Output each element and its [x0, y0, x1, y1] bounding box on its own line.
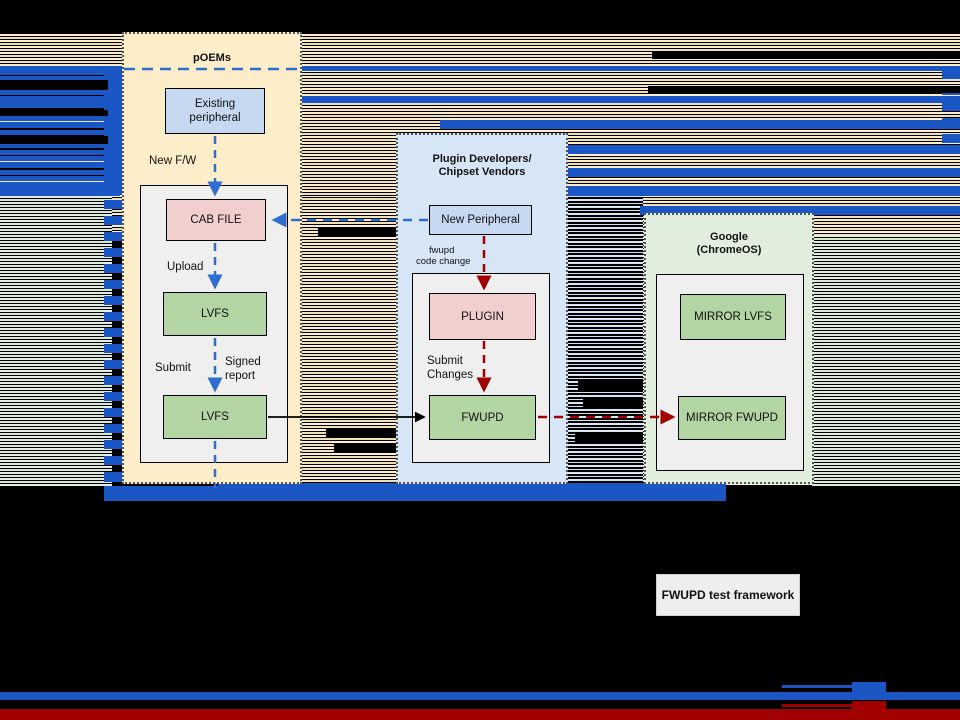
panel-poems-title: pOEMs: [193, 52, 231, 64]
panel-google-title-line2: (ChromeOS): [696, 244, 762, 256]
panel-plugin-title-line2: Chipset Vendors: [438, 166, 526, 178]
edge-label-submit-changes-l1: Submit: [427, 355, 463, 367]
edge-label-upload: Upload: [167, 261, 204, 273]
node-mirror-fwupd-label: MIRROR FWUPD: [686, 412, 778, 424]
node-mirror-lvfs[interactable]: MIRROR LVFS: [680, 294, 786, 340]
panel-google-title-line1: Google: [710, 231, 748, 243]
edge-label-submit: Submit: [155, 362, 191, 374]
edge-label-signed-report-l2: report: [225, 370, 256, 382]
legend-label: FWUPD test framework: [661, 588, 795, 602]
node-cab-file[interactable]: CAB FILE: [166, 199, 266, 241]
node-plugin-label: PLUGIN: [461, 310, 504, 323]
edge-label-signed-report-l1: Signed: [225, 356, 261, 368]
node-cab-file-label: CAB FILE: [190, 214, 242, 226]
edge-label-fwupd-code-change-l1: fwupd: [429, 245, 455, 256]
node-existing-peripheral-line1: Existing: [194, 98, 236, 110]
node-existing-peripheral[interactable]: Existing peripheral: [165, 88, 265, 134]
edge-label-fwupd-code-change-l2: code change: [416, 256, 471, 267]
node-lvfs-upper[interactable]: LVFS: [163, 292, 267, 336]
node-lvfs-lower[interactable]: LVFS: [163, 395, 267, 439]
node-lvfs-lower-label: LVFS: [201, 411, 229, 423]
node-mirror-lvfs-label: MIRROR LVFS: [694, 311, 772, 323]
edge-label-new-fw: New F/W: [149, 155, 197, 167]
node-lvfs-upper-label: LVFS: [201, 308, 229, 320]
node-fwupd[interactable]: FWUPD: [429, 395, 536, 440]
legend-fwupd-test-framework: FWUPD test framework: [656, 574, 800, 616]
node-fwupd-label: FWUPD: [461, 411, 504, 424]
node-new-peripheral-label: New Peripheral: [441, 214, 520, 226]
node-new-peripheral[interactable]: New Peripheral: [429, 205, 532, 235]
node-existing-peripheral-line2: peripheral: [189, 112, 241, 124]
node-mirror-fwupd[interactable]: MIRROR FWUPD: [678, 396, 786, 440]
panel-plugin-title-line1: Plugin Developers/: [432, 153, 532, 165]
edge-label-submit-changes-l2: Changes: [427, 369, 474, 381]
node-plugin[interactable]: PLUGIN: [429, 293, 536, 340]
